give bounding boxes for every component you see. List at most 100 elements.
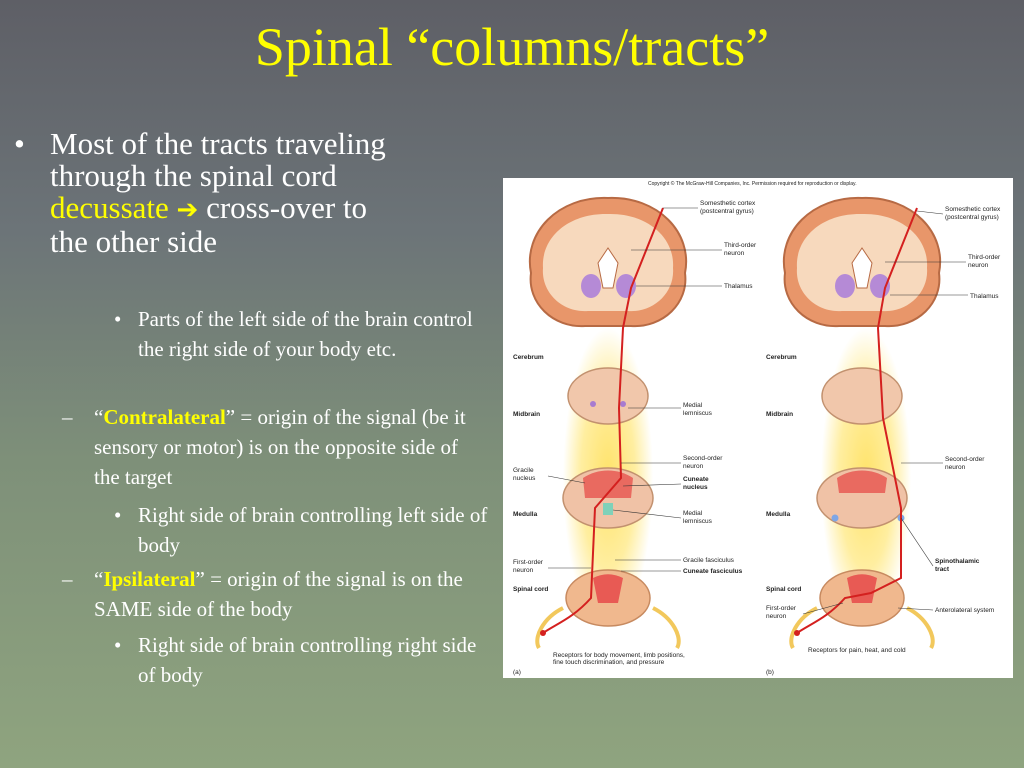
label-somesthetic-b: Somesthetic cortex	[945, 206, 1001, 213]
label-medulla-b: Medulla	[766, 511, 791, 518]
label-midbrain-b: Midbrain	[766, 411, 793, 418]
label-gracile: Gracile	[513, 467, 534, 474]
main-bullet-line1: Most of the tracts traveling	[50, 126, 386, 161]
label-postcentral-b: (postcentral gyrus)	[945, 214, 999, 221]
ventricle	[597, 247, 619, 289]
panel-a-labels: Somesthetic cortex (postcentral gyrus) T…	[513, 200, 757, 676]
contralateral-text: “Contralateral” = origin of the signal (…	[94, 402, 474, 492]
contra-example-text: Right side of brain controlling left sid…	[138, 503, 488, 557]
ipsi-example-text: Right side of brain controlling right si…	[138, 633, 477, 687]
label-neuron-3-b: neuron	[766, 613, 787, 620]
label-second-order-b: Second-order	[945, 456, 985, 463]
thalamus-left-b	[835, 274, 855, 298]
label-medulla: Medulla	[513, 511, 538, 518]
ventricle-b	[851, 247, 873, 289]
label-cuneate: Cuneate	[683, 476, 709, 483]
nerve-right-b	[906, 606, 935, 650]
thalamus-right-b	[870, 274, 890, 298]
ipsilateral-definition: ” = origin of the signal is on the SAME …	[94, 567, 463, 621]
label-spinal-cord-b: Spinal cord	[766, 586, 801, 593]
nuclei-b	[837, 470, 887, 493]
label-lemniscus-b: lemniscus	[683, 518, 713, 525]
spinothalamic-dot-left	[831, 514, 839, 522]
label-second-order: Second-order	[683, 455, 723, 462]
main-bullet-rest: cross-over to	[206, 190, 368, 225]
label-thalamus-b: Thalamus	[970, 293, 999, 300]
label-spinal-cord: Spinal cord	[513, 586, 548, 593]
label-neuron: neuron	[724, 250, 745, 257]
midbrain-dot-right	[620, 401, 626, 407]
label-thalamus: Thalamus	[724, 283, 753, 290]
nerve-left	[535, 606, 564, 650]
midbrain-section-b	[821, 367, 903, 425]
dorsal-column-pathway	[542, 207, 664, 634]
nerve-right	[652, 606, 681, 650]
midbrain-section	[567, 367, 649, 425]
label-third-order: Third-order	[724, 242, 757, 249]
label-neuron-2: neuron	[683, 463, 704, 470]
label-somesthetic: Somesthetic cortex	[700, 200, 756, 207]
label-gracile-fasciculus: Gracile fasciculus	[683, 557, 735, 564]
label-first-order: First-order	[513, 559, 544, 566]
label-receptors-2: fine touch discrimination, and pressure	[553, 659, 665, 666]
label-neuron-b: neuron	[968, 262, 989, 269]
contralateral-term: Contralateral	[103, 405, 226, 429]
label-medial: Medial	[683, 402, 703, 409]
label-third-order-b: Third-order	[968, 254, 1001, 261]
panel-a: Somesthetic cortex (postcentral gyrus) T…	[513, 196, 757, 676]
label-cerebrum: Cerebrum	[513, 354, 544, 361]
figure-copyright: Copyright © The McGraw-Hill Companies, I…	[648, 180, 857, 187]
receptor-dot	[540, 630, 546, 636]
receptor-dot-b	[794, 630, 800, 636]
main-bullet-line2: through the spinal cord	[50, 158, 337, 193]
panel-b-label: (b)	[766, 669, 774, 676]
panel-a-label: (a)	[513, 669, 521, 676]
main-bullet-text: Most of the tracts traveling through the…	[50, 128, 490, 258]
label-anterolateral: Anterolateral system	[935, 607, 994, 614]
label-tract: tract	[935, 566, 950, 573]
nerve-left-b	[789, 606, 818, 650]
label-cuneate-fasciculus: Cuneate fasciculus	[683, 568, 743, 575]
gray-matter-b	[847, 574, 877, 603]
slide-title: Spinal “columns/tracts”	[254, 17, 770, 77]
label-cuneate-nucleus: nucleus	[683, 484, 708, 491]
midbrain-dot-left	[590, 401, 596, 407]
bullet-dot: •	[114, 633, 122, 657]
contralateral-definition: ” = origin of the signal (be it sensory …	[94, 405, 466, 489]
label-receptors-b: Receptors for pain, heat, and cold	[808, 647, 906, 654]
open-quote: “	[94, 405, 104, 429]
label-neuron-3: neuron	[513, 567, 534, 574]
panel-a-leader-lines	[547, 207, 722, 572]
bullet-dot: •	[114, 503, 122, 527]
spinal-tracts-diagram: Copyright © The McGraw-Hill Companies, I…	[513, 180, 1001, 676]
medial-lemniscus-marker	[603, 503, 613, 515]
label-receptors-1: Receptors for body movement, limb positi…	[553, 652, 685, 659]
label-spinothalamic: Spinothalamic	[935, 558, 980, 565]
label-neuron-2-b: neuron	[945, 464, 966, 471]
open-quote: “	[94, 567, 104, 591]
panel-b-leader-lines	[802, 210, 968, 615]
label-first-order-b: First-order	[766, 605, 797, 612]
panel-b-labels: Somesthetic cortex (postcentral gyrus) T…	[766, 206, 1001, 676]
panel-b: Somesthetic cortex (postcentral gyrus) T…	[766, 196, 1001, 676]
spinothalamic-pathway	[796, 207, 918, 634]
dorsal-columns	[593, 574, 623, 603]
label-nucleus: nucleus	[513, 475, 536, 482]
arrow-right-icon: ➔	[176, 195, 199, 225]
spinal-tracts-figure: Copyright © The McGraw-Hill Companies, I…	[503, 178, 1013, 678]
label-midbrain: Midbrain	[513, 411, 540, 418]
sub-bullet-text: Parts of the left side of the brain cont…	[138, 307, 473, 361]
bullet-dot: •	[114, 307, 122, 331]
decussate-term: decussate	[50, 190, 169, 225]
ipsilateral-term: Ipsilateral	[103, 567, 196, 591]
label-lemniscus: lemniscus	[683, 410, 713, 417]
thalamus-right	[616, 274, 636, 298]
bullet-dot: •	[14, 126, 25, 161]
thalamus-left	[581, 274, 601, 298]
dash-marker: –	[62, 405, 73, 429]
ipsilateral-text: “Ipsilateral” = origin of the signal is …	[94, 564, 494, 624]
label-cerebrum-b: Cerebrum	[766, 354, 797, 361]
main-bullet-line4: the other side	[50, 224, 218, 259]
dash-marker: –	[62, 567, 73, 591]
label-postcentral: (postcentral gyrus)	[700, 208, 754, 215]
